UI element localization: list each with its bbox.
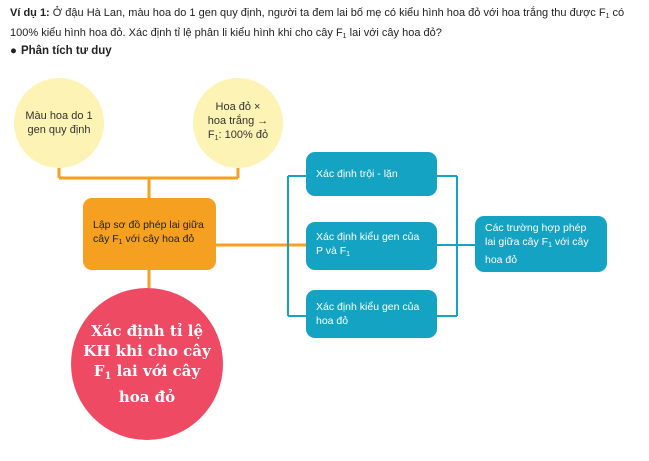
gene-circle: Màu hoa do 1 gen quy định xyxy=(14,78,104,168)
orange-connectors xyxy=(57,168,306,288)
diagram-text-b: với cây hoa đỏ xyxy=(122,233,195,245)
diagram-text-a: Lập sơ đồ phép lai giữa cây F xyxy=(93,219,204,245)
cross-line3-rest: : 100% đỏ xyxy=(218,129,269,141)
example-intro: Ví dụ 1: Ở đậu Hà Lan, màu hoa do 1 gen … xyxy=(10,5,642,45)
cross-line3-f: F xyxy=(207,129,215,141)
diagram-box: Lập sơ đồ phép lai giữa cây F1 với cây h… xyxy=(83,198,216,270)
example-text-line2a: thu được F xyxy=(551,7,606,19)
subscript: 1 xyxy=(214,135,219,142)
genotype-red-text: Xác định kiểu gen của hoa đỏ xyxy=(316,301,420,327)
subscript: 1 xyxy=(548,242,552,249)
subscript: 1 xyxy=(104,371,112,382)
section-heading: ●Phân tích tư duy xyxy=(10,45,112,57)
cross-circle: Hoa đỏ × hoa trắng → F1: 100% đỏ xyxy=(193,78,283,168)
bullet-icon: ● xyxy=(10,45,17,57)
dominant-text: Xác định trội - lặn xyxy=(316,168,398,180)
diagram-text: Lập sơ đồ phép lai giữa cây F1 với cây h… xyxy=(93,218,206,250)
dominant-box: Xác định trội - lặn xyxy=(306,152,437,196)
cases-text-b: với cây hoa đỏ xyxy=(485,236,589,266)
cross-line3: F1: 100% đỏ xyxy=(208,128,269,146)
heading-text: Phân tích tư duy xyxy=(20,45,112,57)
goal-text-b: lai với cây hoa đỏ xyxy=(111,362,201,406)
subscript: 1 xyxy=(118,239,123,246)
genotype-red-box: Xác định kiểu gen của hoa đỏ xyxy=(306,290,437,338)
genotype-p-text-a: Xác định kiểu gen của P và F xyxy=(316,231,420,257)
goal-circle: Xác định tỉ lệ KH khi cho cây F1 lai với… xyxy=(71,288,223,440)
subscript: 1 xyxy=(342,33,347,40)
genotype-p-text: Xác định kiểu gen của P và F1 xyxy=(316,230,427,262)
example-text-line2c: lai với cây hoa đỏ? xyxy=(346,27,442,39)
goal-text-a: Xác định tỉ lệ KH khi cho cây F xyxy=(83,322,211,380)
gene-text: Màu hoa do 1 gen quy định xyxy=(25,110,93,136)
genotype-p-box: Xác định kiểu gen của P và F1 xyxy=(306,222,437,270)
teal-connectors xyxy=(287,175,475,317)
cases-text: Các trường hợp phép lai giữa cây F1 với … xyxy=(485,221,597,267)
example-text-line1: Ở đậu Hà Lan, màu hoa do 1 gen quy định,… xyxy=(52,7,549,19)
cross-line2: hoa trắng → xyxy=(207,115,269,127)
subscript: 1 xyxy=(605,13,610,20)
example-label: Ví dụ 1: xyxy=(10,7,50,19)
cases-text-a: Các trường hợp phép lai giữa cây F xyxy=(485,222,587,248)
cross-line1: Hoa đỏ × xyxy=(215,101,261,113)
example-text-line2b: có 100% kiểu hình hoa đỏ. Xác định tỉ lệ… xyxy=(10,7,625,39)
subscript: 1 xyxy=(346,251,351,258)
cases-box: Các trường hợp phép lai giữa cây F1 với … xyxy=(475,216,607,272)
goal-text: Xác định tỉ lệ KH khi cho cây F1 lai với… xyxy=(81,321,213,407)
